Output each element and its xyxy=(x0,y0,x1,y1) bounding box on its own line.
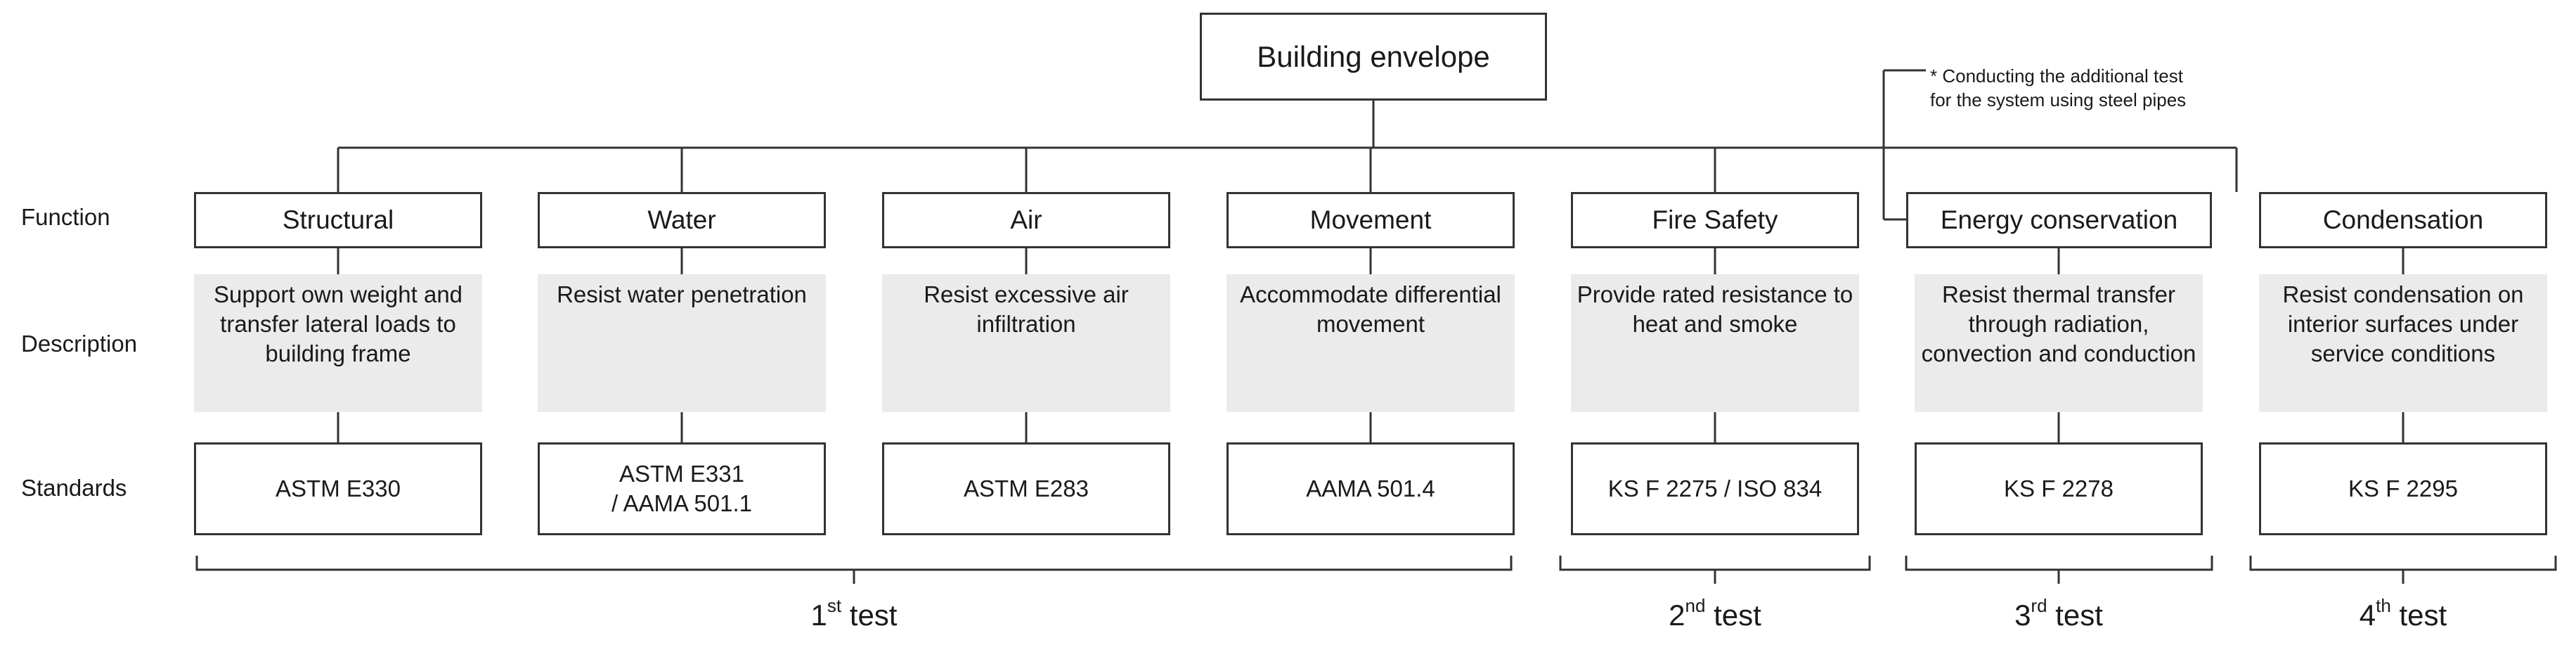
test-label-3: 3rd test xyxy=(2014,595,2103,632)
function-box-energy-conservation: Energy conservation xyxy=(1906,192,2212,248)
additional-test-note: * Conducting the additional test for the… xyxy=(1930,65,2186,113)
test-word: test xyxy=(2390,599,2447,632)
standard-line-1: KS F 2278 xyxy=(2004,475,2114,501)
test-number: 1 xyxy=(810,599,827,632)
standard-box-water: ASTM E331 / AAMA 501.1 xyxy=(538,442,826,535)
bracket-test-3 xyxy=(1905,556,2213,584)
description-fire-safety: Provide rated resistance to heat and smo… xyxy=(1571,274,1859,412)
test-label-2: 2nd test xyxy=(1669,595,1761,632)
function-box-structural: Structural xyxy=(194,192,482,248)
standard-box-movement: AAMA 501.4 xyxy=(1226,442,1515,535)
standard-box-air: ASTM E283 xyxy=(882,442,1170,535)
standard-box-condensation: KS F 2295 xyxy=(2259,442,2547,535)
description-energy-conservation: Resist thermal transfer through radiatio… xyxy=(1915,274,2203,412)
standard-line-2: / AAMA 501.1 xyxy=(611,490,752,516)
test-word: test xyxy=(841,599,898,632)
test-suffix: st xyxy=(827,595,842,616)
standard-line-1: ASTM E331 xyxy=(619,460,744,487)
description-water: Resist water penetration xyxy=(538,274,826,412)
standard-line-1: ASTM E283 xyxy=(964,475,1089,501)
bracket-test-2 xyxy=(1559,556,1871,584)
note-line-2: for the system using steel pipes xyxy=(1930,89,2187,110)
test-suffix: rd xyxy=(2031,595,2047,616)
function-box-movement: Movement xyxy=(1226,192,1515,248)
standard-line-1: KS F 2275 / ISO 834 xyxy=(1607,475,1823,501)
root-building-envelope: Building envelope xyxy=(1200,13,1547,101)
description-movement: Accommodate differential movement xyxy=(1226,274,1515,412)
test-number: 2 xyxy=(1669,599,1685,632)
test-number: 4 xyxy=(2359,599,2376,632)
row-label-function: Function xyxy=(21,204,110,230)
standard-line-1: ASTM E330 xyxy=(276,475,401,501)
description-structural: Support own weight and transfer lateral … xyxy=(194,274,482,412)
test-word: test xyxy=(2047,599,2103,632)
test-word: test xyxy=(1705,599,1761,632)
standard-line-1: AAMA 501.4 xyxy=(1306,475,1435,501)
function-box-water: Water xyxy=(538,192,826,248)
description-condensation: Resist condensation on interior surfaces… xyxy=(2259,274,2547,412)
standard-box-fire-safety: KS F 2275 / ISO 834 xyxy=(1571,442,1859,535)
function-box-air: Air xyxy=(882,192,1170,248)
test-suffix: th xyxy=(2376,595,2391,616)
test-label-4: 4th test xyxy=(2359,595,2447,632)
bracket-test-1 xyxy=(195,556,1513,584)
bracket-test-4 xyxy=(2249,556,2557,584)
standard-box-energy-conservation: KS F 2278 xyxy=(1915,442,2203,535)
function-box-condensation: Condensation xyxy=(2259,192,2547,248)
standard-box-structural: ASTM E330 xyxy=(194,442,482,535)
row-label-standards: Standards xyxy=(21,475,127,501)
description-air: Resist excessive air infiltration xyxy=(882,274,1170,412)
note-line-1: * Conducting the additional test xyxy=(1930,65,2183,87)
test-label-1: 1st test xyxy=(810,595,898,632)
test-number: 3 xyxy=(2014,599,2031,632)
standard-line-1: KS F 2295 xyxy=(2348,475,2458,501)
row-label-description: Description xyxy=(21,331,138,357)
function-box-fire-safety: Fire Safety xyxy=(1571,192,1859,248)
test-suffix: nd xyxy=(1685,595,1706,616)
